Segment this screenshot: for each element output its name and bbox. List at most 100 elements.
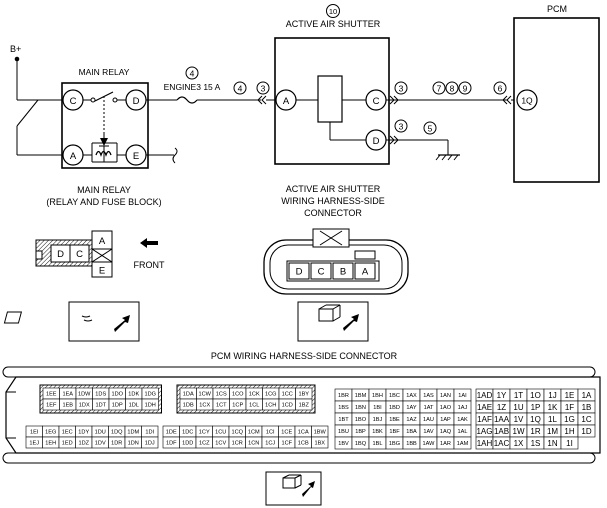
- pin-label: 1DE: [166, 430, 177, 436]
- pin-label: 1CV: [215, 441, 226, 447]
- pin-label: 1CJ: [265, 441, 275, 447]
- pin-label: 1DN: [128, 441, 139, 447]
- pin-label: 1BK: [372, 429, 383, 435]
- pin-label: 1DU: [95, 430, 106, 436]
- pin-label: 1A: [582, 391, 592, 400]
- pin-label: 1CF: [281, 441, 292, 447]
- svg-text:4: 4: [190, 69, 195, 79]
- pin-label: 1AS: [423, 393, 434, 399]
- pin-label: 1AA: [494, 415, 510, 424]
- svg-text:10: 10: [329, 7, 337, 16]
- pin-label: 1CT: [216, 403, 227, 409]
- pin-label: 1BP: [355, 429, 366, 435]
- pin-label: 1AB: [494, 427, 509, 436]
- pin-label: 1L: [548, 415, 557, 424]
- pin-label: 1CM: [248, 430, 260, 436]
- active-air-shutter-title: ACTIVE AIR SHUTTER: [286, 19, 381, 29]
- main-relay-box: [61, 82, 149, 169]
- pin-label: 1N: [547, 439, 557, 448]
- pin-label: 1B: [582, 403, 592, 412]
- pin-label: 1DP: [112, 403, 123, 409]
- wire-break: [172, 147, 178, 164]
- pin-label: 1CU: [215, 430, 226, 436]
- aas-connector: D C B A: [263, 228, 409, 295]
- svg-text:C: C: [318, 267, 325, 278]
- svg-text:D: D: [373, 136, 380, 147]
- pin-label: 1BT: [338, 417, 349, 423]
- pin-label: 1BY: [298, 392, 309, 398]
- pin-label: 1DR: [111, 441, 122, 447]
- pin-label: 1DC: [182, 430, 193, 436]
- pin-label: 1CC: [282, 392, 293, 398]
- pin-label: 1CN: [248, 441, 259, 447]
- pin-label: 1EB: [62, 403, 73, 409]
- main-relay-title: MAIN RELAY: [79, 67, 130, 77]
- svg-text:3: 3: [399, 122, 404, 132]
- pin-label: 1AT: [424, 405, 434, 411]
- svg-text:A: A: [99, 236, 106, 247]
- pin-label: 1DB: [183, 403, 194, 409]
- pin-label: 1AQ: [440, 429, 452, 435]
- pin-label: 1DX: [79, 403, 90, 409]
- pin-label: 1CD: [282, 403, 293, 409]
- pin-label: 1BH: [372, 393, 383, 399]
- callout-7: 7: [432, 81, 446, 95]
- pin-label: 1CW: [199, 392, 212, 398]
- pin-label: 1E: [565, 391, 575, 400]
- pin-label: 1J: [548, 391, 556, 400]
- pin-label: 1BJ: [373, 417, 383, 423]
- pin-label: 1CI: [266, 430, 275, 436]
- aas-connector-caption-1: ACTIVE AIR SHUTTER: [286, 184, 381, 194]
- pin-label: 1CK: [249, 392, 260, 398]
- pin-label: 1AH: [477, 439, 493, 448]
- b-plus-label: B+: [10, 44, 21, 54]
- pin-label: 1BN: [355, 405, 366, 411]
- pin-label: 1W: [513, 427, 525, 436]
- pin-label: 1CE: [281, 430, 292, 436]
- plug-icon: [265, 471, 322, 506]
- pin-label: 1X: [514, 439, 524, 448]
- pin-label: 1EJ: [29, 441, 39, 447]
- pcm-box: [513, 17, 600, 183]
- pin-label: 1S: [531, 439, 541, 448]
- pin-label: 1AK: [457, 417, 468, 423]
- callout-10: 10: [326, 4, 340, 18]
- aas-connector-caption-3: CONNECTOR: [304, 208, 362, 218]
- pin-label: 1BU: [338, 429, 349, 435]
- svg-text:A: A: [362, 267, 369, 278]
- pin-cell: [560, 436, 579, 450]
- pin-label: 1D: [581, 427, 591, 436]
- pin-label: 1ED: [62, 441, 73, 447]
- pin-label: 1Z: [497, 403, 506, 412]
- pin-label: 1AD: [477, 391, 493, 400]
- pin-label: 1AG: [476, 427, 492, 436]
- active-air-shutter-box: [274, 37, 390, 165]
- pin-label: 1BO: [355, 417, 367, 423]
- pin-label: 1AP: [440, 417, 451, 423]
- pin-label: 1DI: [145, 430, 154, 436]
- connector-mark: [257, 95, 267, 105]
- callout-5: 5: [423, 121, 437, 135]
- svg-text:D: D: [133, 96, 140, 107]
- pin-label: 1EE: [46, 392, 57, 398]
- pin-label: 1BZ: [299, 403, 310, 409]
- callout-9: 9: [458, 81, 472, 95]
- pin-label: 1EH: [45, 441, 56, 447]
- pin-label: 1O: [530, 391, 541, 400]
- pin-label: 1EC: [62, 430, 73, 436]
- pcm-title: PCM: [547, 4, 567, 14]
- pin-label: 1BF: [389, 429, 400, 435]
- pin-label: 1AJ: [458, 405, 468, 411]
- pin-label: 1AF: [477, 415, 492, 424]
- pin-label: 1AI: [458, 393, 467, 399]
- pin-label: 1DV: [95, 441, 106, 447]
- pin-label: 1CA: [298, 430, 309, 436]
- pin-label: 1BE: [389, 417, 400, 423]
- pin-label: 1I: [566, 439, 573, 448]
- pin-label: 1CY: [199, 430, 210, 436]
- callout-4-wire: 4: [233, 81, 247, 95]
- pin-label: 1BI: [373, 405, 382, 411]
- pin-label: 1BD: [389, 405, 400, 411]
- pin-label: 1AY: [406, 405, 416, 411]
- svg-text:7: 7: [437, 84, 442, 94]
